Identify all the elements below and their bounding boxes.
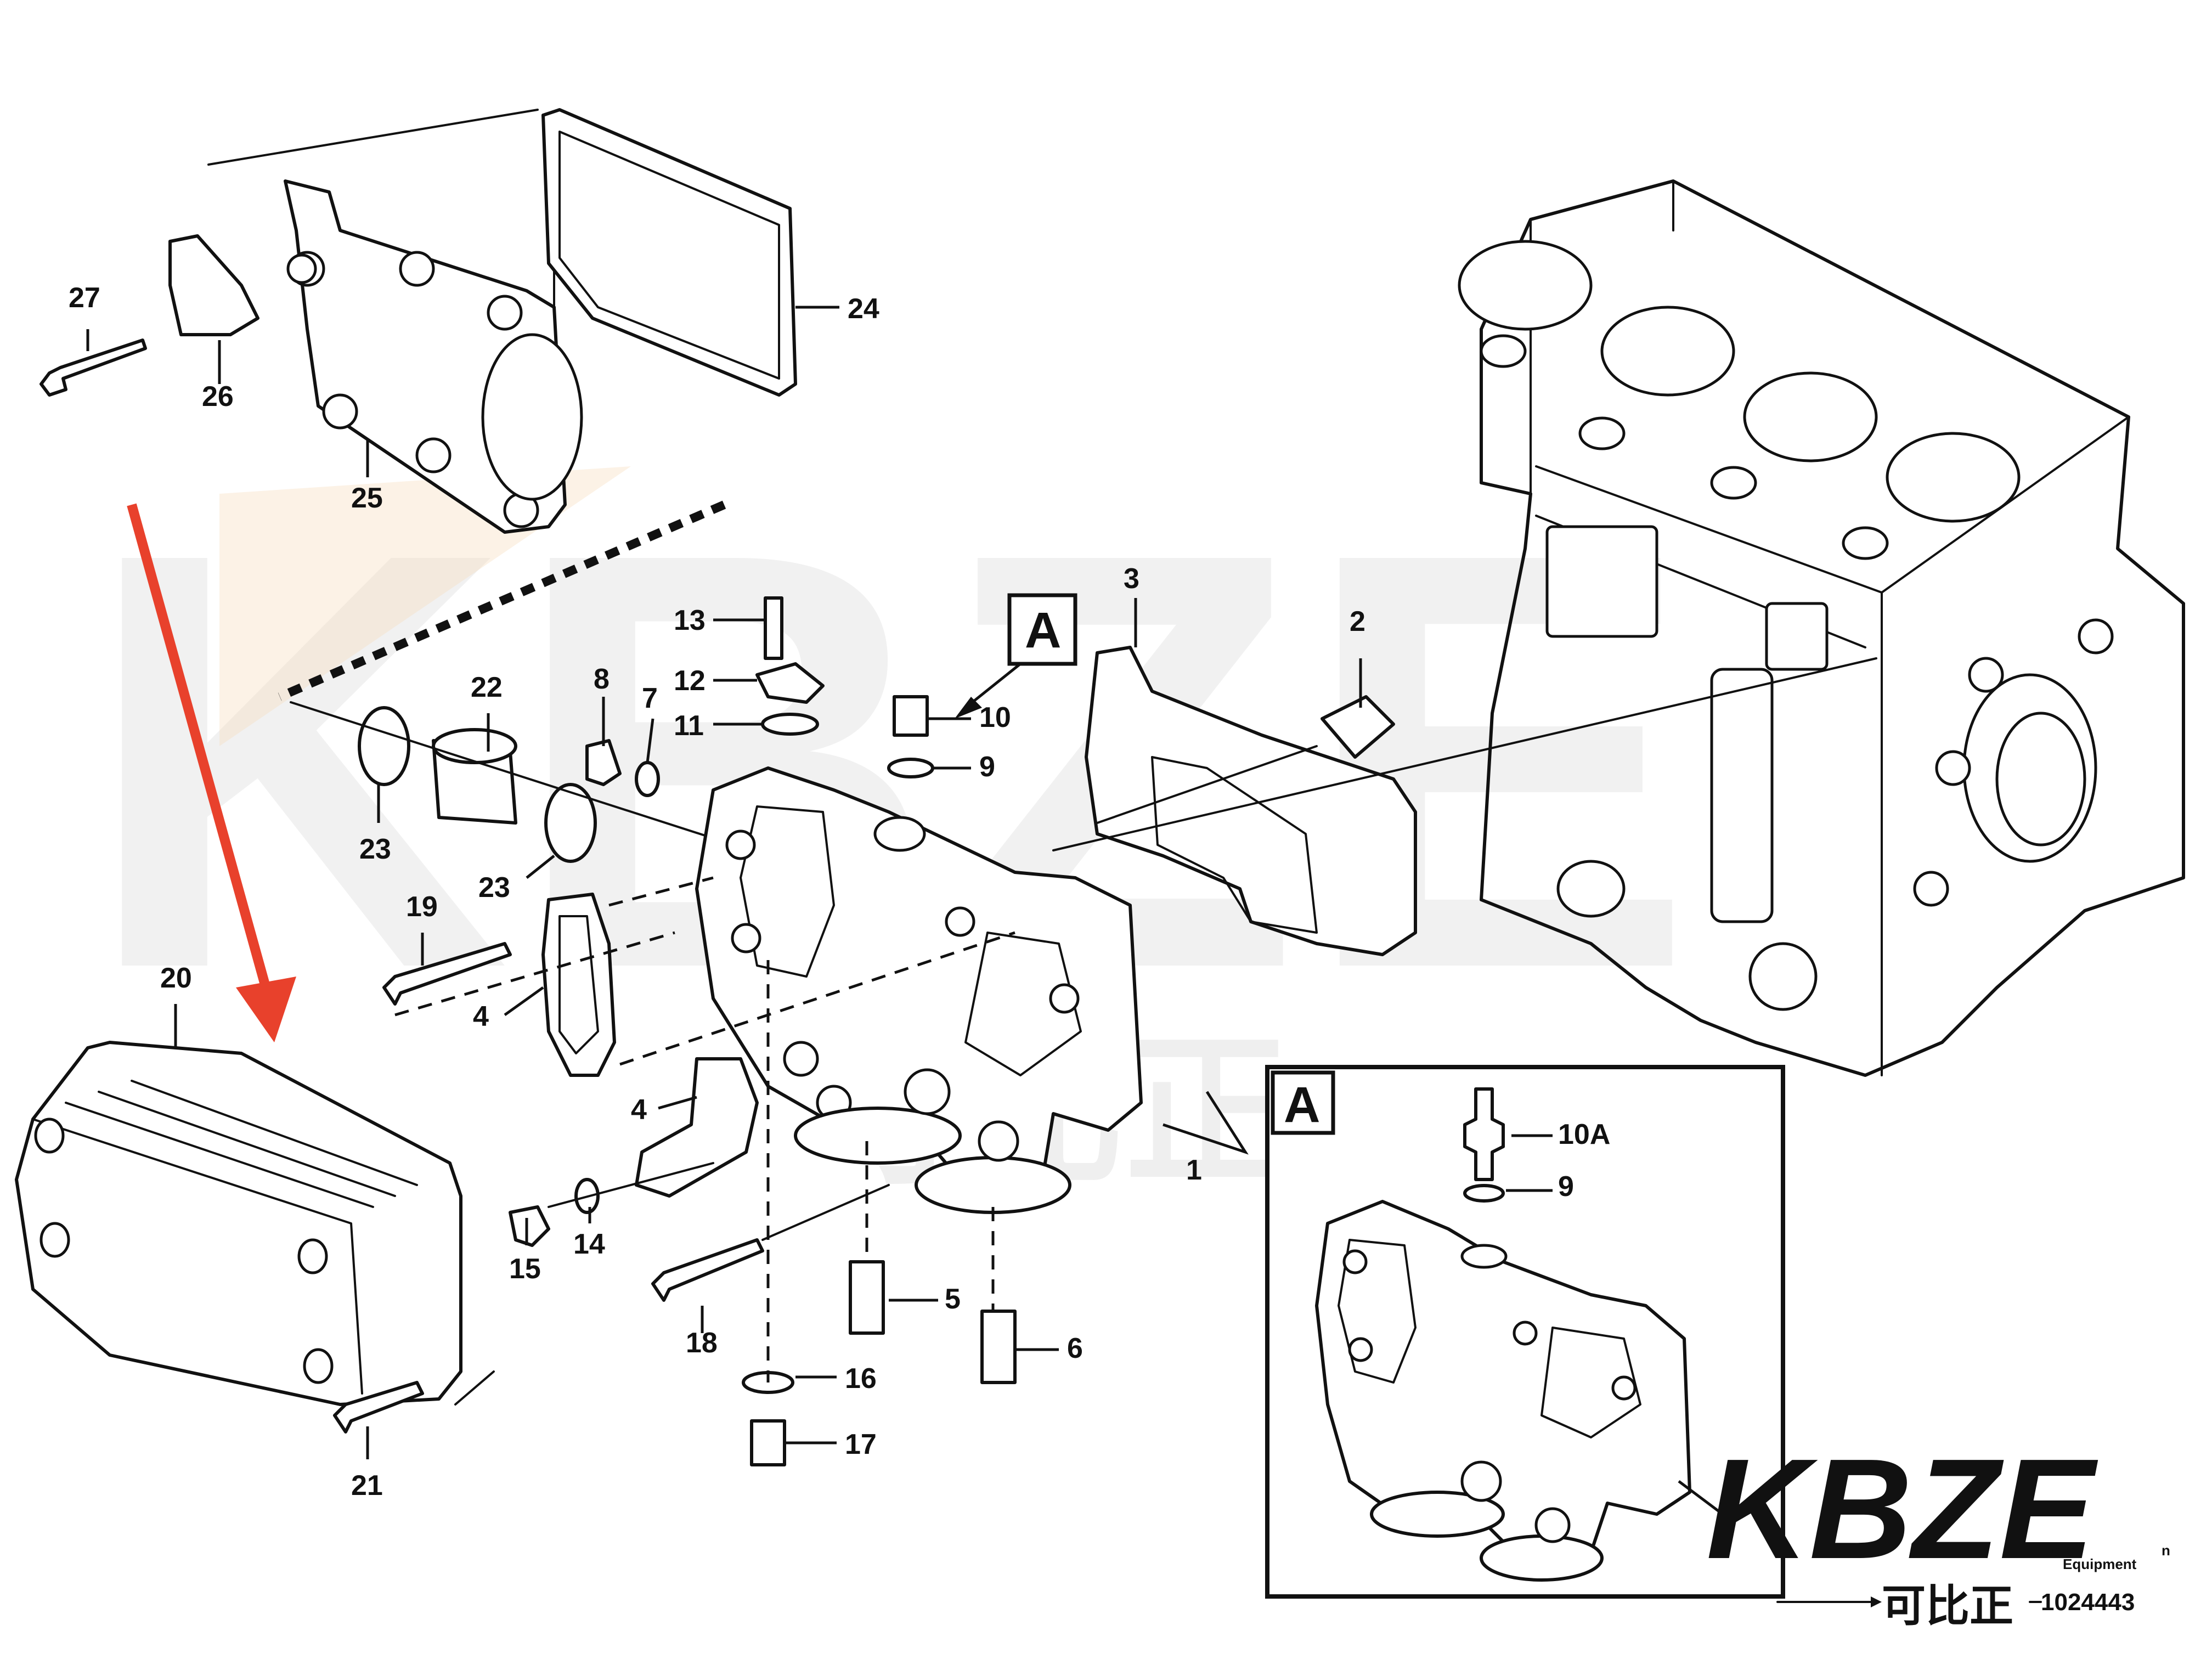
- callout-10: 10: [979, 702, 1011, 733]
- callout-19: 19: [406, 891, 438, 923]
- callout-9b: 9: [1558, 1171, 1574, 1203]
- bolt-21: [333, 1381, 424, 1434]
- fitting-6: [980, 1310, 1017, 1384]
- o-ring-11: [761, 713, 819, 736]
- callout-15: 15: [509, 1253, 541, 1285]
- gasket-4a: [541, 893, 616, 1077]
- callout-23a: 23: [359, 833, 391, 865]
- drawing-number: 1024443: [2041, 1589, 2135, 1616]
- callout-5: 5: [945, 1283, 961, 1315]
- plug-2: [1321, 695, 1395, 759]
- engine-block: [1458, 179, 2185, 1077]
- plate-12: [755, 662, 825, 704]
- callout-2: 2: [1350, 606, 1365, 637]
- callout-25: 25: [351, 482, 383, 514]
- callout-7: 7: [642, 682, 658, 714]
- screw-13: [764, 596, 783, 660]
- o-ring-23a: [358, 706, 410, 786]
- detail-ref-A: A: [955, 593, 1077, 719]
- bolt-18: [651, 1238, 764, 1302]
- callout-21: 21: [351, 1470, 383, 1502]
- callout-11: 11: [674, 710, 704, 742]
- gasket-3: [1085, 646, 1417, 956]
- logo-sub2: Equipment: [2063, 1556, 2137, 1572]
- oil-cooler-20: [15, 1041, 462, 1406]
- bolt-19: [382, 942, 512, 1006]
- gasket-24: [541, 108, 797, 397]
- detail-view-A: A 10A 9: [1265, 1065, 1785, 1599]
- callout-16: 16: [845, 1363, 877, 1395]
- callout-1: 1: [1186, 1154, 1202, 1186]
- logo-sub1: o C: [2052, 1542, 2075, 1559]
- callout-24: 24: [848, 293, 879, 325]
- gasket-4b: [635, 1057, 759, 1198]
- washer-9: [887, 758, 934, 778]
- plug-8: [585, 739, 622, 786]
- callout-labels: 1 2 3 4 4 5 6 7 8 9 10 11 12 13 14 15 16…: [69, 282, 1365, 1502]
- callout-20: 20: [160, 962, 192, 994]
- callout-3: 3: [1124, 563, 1139, 595]
- callout-26: 26: [202, 381, 234, 413]
- logo-sub3: n: [2162, 1542, 2170, 1559]
- callout-14: 14: [573, 1228, 605, 1260]
- callout-10a: 10A: [1558, 1119, 1610, 1150]
- sleeve-assembly: [290, 701, 769, 863]
- plug-10: [893, 695, 929, 737]
- cover-assembly: [40, 108, 797, 534]
- watermark-accent: [219, 466, 631, 746]
- logo-text: KBZE: [1706, 1430, 2100, 1589]
- bracket-26: [168, 234, 259, 336]
- o-ring-23b: [544, 783, 597, 863]
- callout-4a: 4: [473, 1001, 489, 1032]
- callout-27: 27: [69, 282, 100, 314]
- washer-7: [635, 761, 660, 797]
- callout-8: 8: [594, 663, 610, 695]
- plug-17: [750, 1419, 786, 1466]
- bolt-27: [40, 338, 147, 397]
- fitting-10a: [1463, 1087, 1505, 1181]
- guide-lines: [394, 657, 1877, 1406]
- fasteners: [333, 596, 1395, 1466]
- plug-15: [509, 1205, 550, 1247]
- callout-12: 12: [674, 665, 706, 697]
- leaders: [86, 306, 1362, 1459]
- callout-18: 18: [686, 1327, 718, 1359]
- red-arrow: [127, 503, 296, 1042]
- callout-17: 17: [845, 1429, 877, 1460]
- fitting-5: [849, 1260, 885, 1335]
- dashed-connector: [278, 500, 726, 701]
- brand-logo: KBZE o C n Equipment 可比正 1024443: [1706, 1430, 2170, 1630]
- detail-view-label: A: [1284, 1077, 1320, 1133]
- callout-6: 6: [1067, 1333, 1083, 1364]
- housing-1: [695, 766, 1143, 1214]
- callout-4b: 4: [631, 1094, 647, 1126]
- logo-cn: 可比正: [1882, 1582, 2013, 1630]
- callout-23b: 23: [478, 872, 510, 904]
- detail-ref-label: A: [1025, 602, 1061, 658]
- callout-22: 22: [471, 672, 503, 703]
- callout-9: 9: [979, 751, 995, 783]
- callout-13: 13: [674, 605, 706, 636]
